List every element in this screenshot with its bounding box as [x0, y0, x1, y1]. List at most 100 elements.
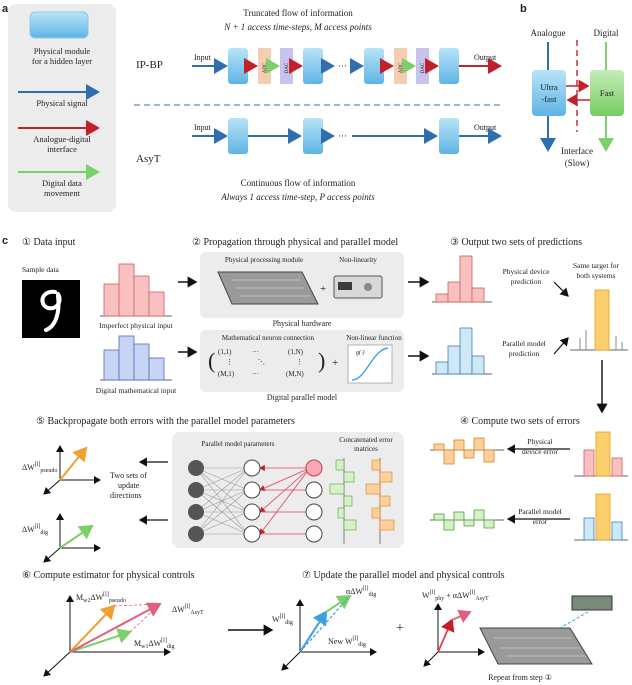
same-target-1: Same target for: [573, 261, 620, 270]
phys-err-label-1: Physical: [527, 437, 552, 446]
parallel-error-histogram: [430, 509, 504, 531]
step1-title: ① Data input: [22, 237, 76, 248]
dig-update-axes: [43, 513, 101, 563]
imperfect-input-histogram: [100, 263, 172, 317]
asyt-module-2: [303, 118, 323, 154]
physical-error-histogram: [430, 437, 504, 465]
nonlinear-function-label: Non-linear function: [346, 334, 402, 342]
error-source-histograms: [574, 431, 628, 541]
update-dirs-3: directions: [110, 491, 142, 500]
physical-prediction-histogram: [432, 255, 492, 303]
delta-w-pseudo: ΔW[l]pseudo: [22, 462, 57, 474]
concat-error-matrices: [329, 458, 395, 544]
phy-update-plot: [423, 603, 485, 667]
new-w-dig: New W[l]dig: [328, 636, 366, 648]
g-function: g(·): [356, 349, 365, 356]
legend-interface-label-1: Analogue-digital: [33, 134, 91, 144]
imperfect-input-label: Imperfect physical input: [99, 321, 173, 330]
asyt-term: ΔW[l]AsyT: [172, 604, 204, 616]
dig-update-plot: [281, 594, 377, 671]
step6-title: ⑥ Compute estimator for physical control…: [22, 570, 195, 581]
step7-title: ⑦ Update the parallel model and physical…: [302, 570, 505, 581]
pseudo-update-axes: [43, 445, 101, 495]
b-digital: Digital: [594, 28, 619, 38]
legend-interface-label-2: interface: [47, 144, 77, 154]
ipbp-module-1: [228, 48, 248, 84]
panel-label-c: c: [2, 235, 8, 247]
digital-input-label: Digital mathematical input: [96, 386, 177, 395]
w-dig: W[l]dig: [272, 614, 293, 626]
legend-digital-label-2: movement: [44, 188, 81, 198]
ipbp-dac-1-text: DAC: [285, 62, 290, 73]
par-err-label-2: error: [533, 517, 548, 526]
legend-module-label-2: for a hidden layer: [32, 56, 92, 66]
w-phy-update: W[l]phy + αΔW[l]AsyT: [422, 590, 489, 602]
plus-update: +: [396, 621, 404, 636]
ipbp-dac-1: [280, 48, 293, 84]
svg-text:⋮: ⋮: [226, 358, 233, 366]
delta-w-dig: ΔW[l]dig: [22, 524, 48, 536]
bottom-caption-1: Continuous flow of information: [241, 178, 356, 188]
b-ultrafast-box: [532, 70, 566, 116]
matrix-open-paren: (: [208, 348, 215, 373]
panel-label-b: b: [520, 3, 527, 15]
legend-digital-label-1: Digital data: [42, 178, 82, 188]
step3-title: ③ Output two sets of predictions: [450, 237, 582, 248]
physical-hardware-label: Physical hardware: [273, 319, 332, 328]
ipbp-row: Input Output ADC DAC ··· ADC DAC: [192, 48, 502, 84]
physical-processing-label: Physical processing module: [225, 256, 303, 264]
b-fast-box: [590, 70, 624, 116]
b-ultrafast-2: -fast: [541, 94, 557, 104]
network-diagram: [188, 459, 323, 543]
ipbp-dac-2: [416, 48, 429, 84]
ipbp-adc-1-text: ADC: [263, 62, 268, 73]
step4-title: ④ Compute two sets of errors: [460, 416, 580, 427]
b-interface-2: (Slow): [565, 158, 590, 168]
ipbp-dac-2-text: DAC: [421, 62, 426, 73]
par-pred-label-2: prediction: [509, 349, 540, 358]
asyt-row: Input Output ···: [192, 118, 502, 154]
top-caption-2: N + 1 access time-steps, M access points: [223, 22, 372, 32]
b-interface-1: Interface: [561, 146, 593, 156]
matrix-1N: (1,N): [288, 348, 304, 356]
parallel-prediction-histogram: [432, 327, 492, 375]
b-analogue: Analogue: [531, 28, 566, 38]
legend-box: [8, 4, 116, 212]
ipbp-output-label: Output: [474, 53, 497, 62]
phys-err-label-2: device error: [522, 447, 559, 456]
top-caption-1: Truncated flow of information: [243, 8, 353, 18]
b-ultrafast-1: Ultra: [540, 82, 558, 92]
ipbp-dots: ···: [338, 61, 347, 71]
phys-pred-label-2: prediction: [511, 277, 542, 286]
ipbp-adc-1: [258, 48, 271, 84]
matrix-M1: (M,1): [218, 370, 235, 378]
control-board-icon: [571, 595, 613, 611]
mw1-term: Mw1ΔW[l]dig: [134, 638, 175, 650]
concat-label-1: Concatenated error: [339, 436, 393, 444]
ipbp-adc-2: [394, 48, 407, 84]
target-histogram: [570, 289, 628, 351]
ipbp-module-2: [303, 48, 323, 84]
asyt-module-3: [439, 118, 459, 154]
digit-nine-stroke: [40, 289, 62, 332]
ipbp-module-3: [364, 48, 384, 84]
asyt-dots: ···: [338, 131, 347, 141]
ipbp-input-label: Input: [194, 53, 212, 62]
ipbp-label: IP-BP: [136, 59, 163, 71]
sample-data-label: Sample data: [22, 265, 60, 274]
b-fast: Fast: [600, 88, 615, 98]
ipbp-adc-2-text: ADC: [399, 62, 404, 73]
bottom-caption-2: Always 1 access time-step, P access poin…: [220, 192, 375, 202]
step2-title: ② Propagation through physical and paral…: [192, 237, 398, 248]
matrix-11: (1,1): [218, 348, 232, 356]
asyt-module-1: [228, 118, 248, 154]
math-connection-label: Mathematical neuron connection: [222, 334, 315, 342]
svg-text:···: ···: [252, 348, 259, 356]
svg-text:⋱: ⋱: [258, 358, 265, 366]
same-target-2: both systems: [577, 271, 616, 280]
param-label: Parallel model parameters: [201, 440, 274, 448]
step5-title: ⑤ Backpropagate both errors with the par…: [36, 416, 295, 427]
legend-module-icon: [29, 11, 89, 39]
par-pred-label-1: Parallel model: [502, 339, 546, 348]
